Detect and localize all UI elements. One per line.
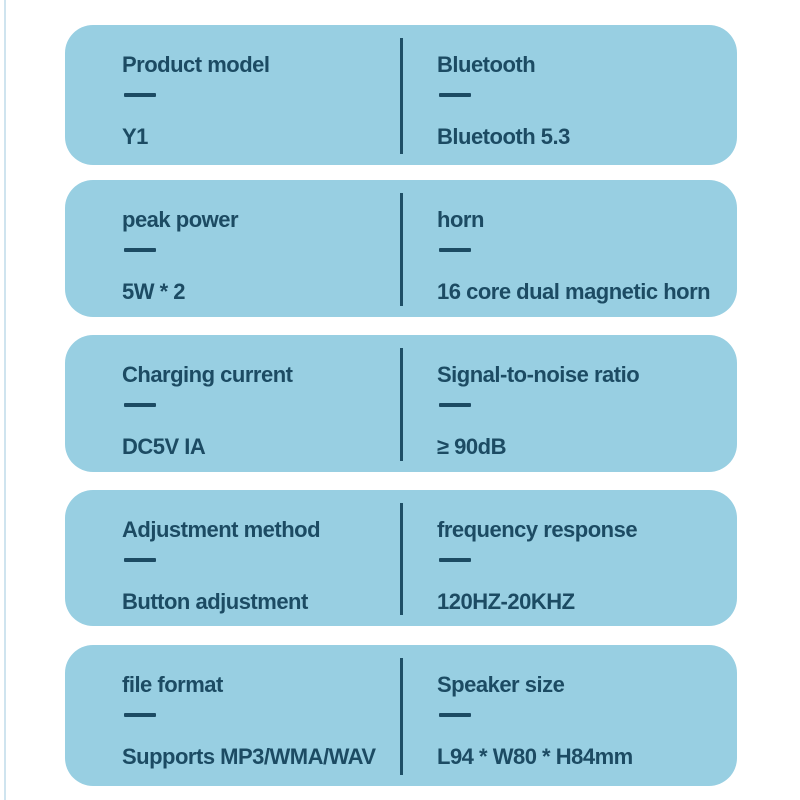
- spec-label: horn: [437, 207, 484, 232]
- column-divider: [400, 503, 403, 615]
- column-divider: [400, 193, 403, 306]
- spec-value: ≥ 90dB: [437, 434, 506, 459]
- spec-card-product-model: Product model Y1 Bluetooth Bluetooth 5.3: [65, 25, 737, 165]
- label-underline: [124, 248, 156, 252]
- spec-value: Y1: [122, 124, 148, 149]
- label-underline: [124, 558, 156, 562]
- label-underline: [124, 403, 156, 407]
- spec-card-file-format: file format Supports MP3/WMA/WAV Speaker…: [65, 645, 737, 786]
- spec-label: Bluetooth: [437, 52, 536, 77]
- spec-cell: file format Supports MP3/WMA/WAV: [122, 645, 376, 771]
- label-underline: [124, 93, 156, 97]
- column-divider: [400, 658, 403, 775]
- column-divider: [400, 348, 403, 461]
- spec-value: Supports MP3/WMA/WAV: [122, 744, 376, 769]
- spec-label: Product model: [122, 52, 270, 77]
- spec-cell: Charging current DC5V IA: [122, 335, 293, 461]
- spec-value: 120HZ-20KHZ: [437, 589, 575, 614]
- spec-label: Signal-to-noise ratio: [437, 362, 640, 387]
- column-divider: [400, 38, 403, 154]
- label-underline: [439, 558, 471, 562]
- spec-value: Button adjustment: [122, 589, 308, 614]
- spec-value: 5W * 2: [122, 279, 186, 304]
- spec-label: Speaker size: [437, 672, 565, 697]
- label-underline: [439, 93, 471, 97]
- spec-cell: frequency response 120HZ-20KHZ: [437, 490, 638, 616]
- spec-label: file format: [122, 672, 223, 697]
- label-underline: [439, 403, 471, 407]
- spec-value: Bluetooth 5.3: [437, 124, 570, 149]
- spec-value: 16 core dual magnetic horn: [437, 279, 711, 304]
- spec-cell: Signal-to-noise ratio ≥ 90dB: [437, 335, 640, 461]
- spec-value: L94 * W80 * H84mm: [437, 744, 633, 769]
- label-underline: [439, 248, 471, 252]
- spec-cell: Bluetooth Bluetooth 5.3: [437, 25, 570, 151]
- left-edge-line: [4, 0, 6, 800]
- spec-cell: peak power 5W * 2: [122, 180, 239, 306]
- spec-cell: horn 16 core dual magnetic horn: [437, 180, 711, 306]
- spec-label: Adjustment method: [122, 517, 321, 542]
- spec-card-peak-power: peak power 5W * 2 horn 16 core dual magn…: [65, 180, 737, 317]
- spec-label: peak power: [122, 207, 239, 232]
- spec-cell: Adjustment method Button adjustment: [122, 490, 321, 616]
- spec-card-adjustment-method: Adjustment method Button adjustment freq…: [65, 490, 737, 626]
- label-underline: [124, 713, 156, 717]
- spec-card-charging-current: Charging current DC5V IA Signal-to-noise…: [65, 335, 737, 472]
- spec-label: frequency response: [437, 517, 638, 542]
- spec-cell: Speaker size L94 * W80 * H84mm: [437, 645, 633, 771]
- label-underline: [439, 713, 471, 717]
- spec-value: DC5V IA: [122, 434, 206, 459]
- spec-cell: Product model Y1: [122, 25, 270, 151]
- spec-label: Charging current: [122, 362, 293, 387]
